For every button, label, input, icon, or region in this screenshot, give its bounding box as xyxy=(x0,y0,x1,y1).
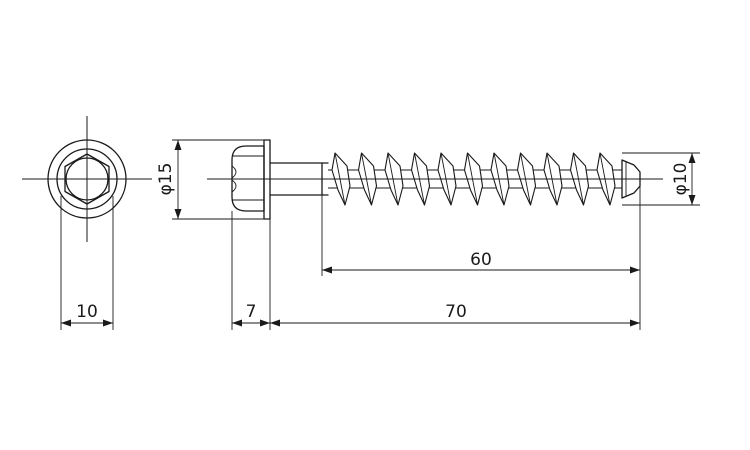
dimension-label-overall-length: 70 xyxy=(445,302,467,322)
dimension-hex-width: 10 xyxy=(60,196,114,330)
dimension-label-thread-length: 60 xyxy=(470,250,492,270)
dimension-thread-length: 60 xyxy=(321,186,641,330)
dimension-head-diameter: φ15 xyxy=(156,139,264,220)
side-view xyxy=(207,139,663,220)
dimension-thread-diameter: φ10 xyxy=(622,152,700,206)
dimension-head-thickness: 7 xyxy=(231,211,271,330)
dimension-label-head-thickness: 7 xyxy=(246,302,257,322)
end-view xyxy=(22,116,152,242)
dimension-label-thread-diameter: φ10 xyxy=(671,163,691,196)
dimension-label-head-diameter: φ15 xyxy=(156,163,176,196)
dimension-label-hex-width: 10 xyxy=(76,302,98,322)
head-chamfer-arcs xyxy=(231,165,237,193)
dimension-overall-length: 70 xyxy=(270,302,640,327)
